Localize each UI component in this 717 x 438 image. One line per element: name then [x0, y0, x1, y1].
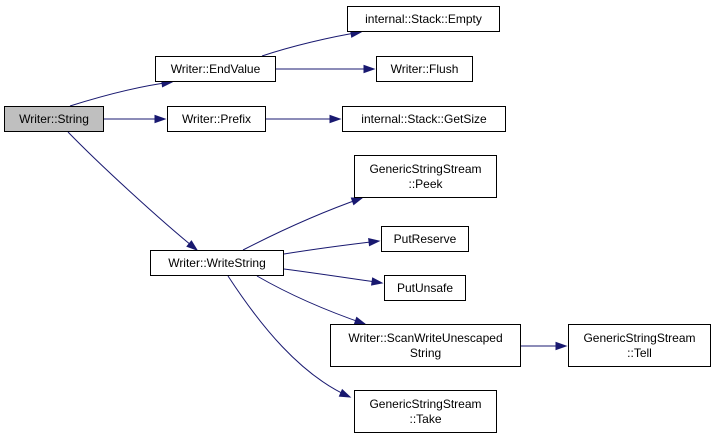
node-label: Writer::Prefix: [181, 111, 252, 126]
node-putunsafe[interactable]: PutUnsafe: [384, 275, 466, 301]
edge-line: [256, 275, 366, 325]
node-putreserve[interactable]: PutReserve: [381, 226, 469, 252]
node-label-line2: String: [409, 345, 442, 360]
node-label-line1: GenericStringStream: [369, 161, 482, 176]
arrowhead-icon: [154, 114, 167, 124]
node-writer-scanwriteunescapedstring[interactable]: Writer::ScanWriteUnescaped String: [330, 324, 521, 367]
edge-writer_writestring-to-putunsafe: [283, 268, 384, 286]
arrowhead-icon: [370, 277, 384, 286]
edge-line: [283, 268, 383, 284]
edge-writer_string-to-writer_endvalue: [69, 79, 174, 107]
node-label: PutUnsafe: [396, 280, 454, 295]
node-writer-endvalue[interactable]: Writer::EndValue: [155, 56, 276, 82]
edge-line: [69, 81, 173, 107]
node-label: Writer::String: [19, 111, 89, 126]
node-writer-prefix[interactable]: Writer::Prefix: [167, 106, 266, 132]
arrowhead-icon: [363, 64, 376, 74]
node-label: internal::Stack::GetSize: [361, 111, 487, 126]
arrowhead-icon: [555, 341, 568, 351]
arrowhead-icon: [329, 114, 342, 124]
node-label-line1: Writer::ScanWriteUnescaped: [348, 330, 503, 345]
node-label-line2: ::Peek: [408, 176, 443, 191]
node-label: Writer::WriteString: [168, 255, 266, 270]
edge-line: [261, 31, 362, 57]
node-genericstringstream-peek[interactable]: GenericStringStream ::Peek: [354, 155, 497, 198]
edge-writer_endvalue-to-writer_flush: [276, 64, 376, 74]
node-genericstringstream-take[interactable]: GenericStringStream ::Take: [354, 390, 497, 433]
edge-line: [227, 275, 351, 398]
node-label-line2: ::Take: [409, 411, 442, 426]
node-label-line1: GenericStringStream: [369, 396, 482, 411]
edge-line: [283, 240, 380, 255]
node-genericstringstream-tell[interactable]: GenericStringStream ::Tell: [568, 324, 711, 367]
edge-writer_writestring-to-writer_scanwriteunescaped: [256, 275, 367, 325]
node-writer-string[interactable]: Writer::String: [4, 106, 104, 132]
arrowhead-icon: [368, 238, 381, 247]
edge-line: [67, 131, 198, 251]
edge-writer_scanwriteunescaped-to-gss_tell: [521, 341, 568, 351]
node-label: Writer::Flush: [390, 61, 459, 76]
node-label: internal::Stack::Empty: [365, 11, 482, 26]
node-writer-flush[interactable]: Writer::Flush: [376, 56, 473, 82]
node-label-line2: ::Tell: [627, 345, 652, 360]
arrowhead-icon: [338, 388, 352, 398]
edge-writer_string-to-writer_prefix: [104, 114, 167, 124]
node-label-line1: GenericStringStream: [583, 330, 696, 345]
node-internal-stack-getsize[interactable]: internal::Stack::GetSize: [342, 106, 506, 132]
edge-writer_string-to-writer_writestring: [67, 131, 199, 251]
edge-writer_writestring-to-gss_take: [227, 275, 352, 398]
edge-line: [242, 197, 363, 251]
node-internal-stack-empty[interactable]: internal::Stack::Empty: [347, 6, 500, 32]
edge-writer_writestring-to-putreserve: [283, 238, 381, 255]
edge-writer_endvalue-to-stack_empty: [261, 29, 363, 57]
edge-writer_prefix-to-stack_getsize: [266, 114, 342, 124]
arrowhead-icon: [350, 197, 364, 206]
arrowhead-icon: [186, 240, 199, 251]
edge-writer_writestring-to-gss_peek: [242, 197, 364, 251]
node-label: Writer::EndValue: [170, 61, 261, 76]
node-label: PutReserve: [393, 231, 457, 246]
node-writer-writestring[interactable]: Writer::WriteString: [150, 250, 284, 276]
